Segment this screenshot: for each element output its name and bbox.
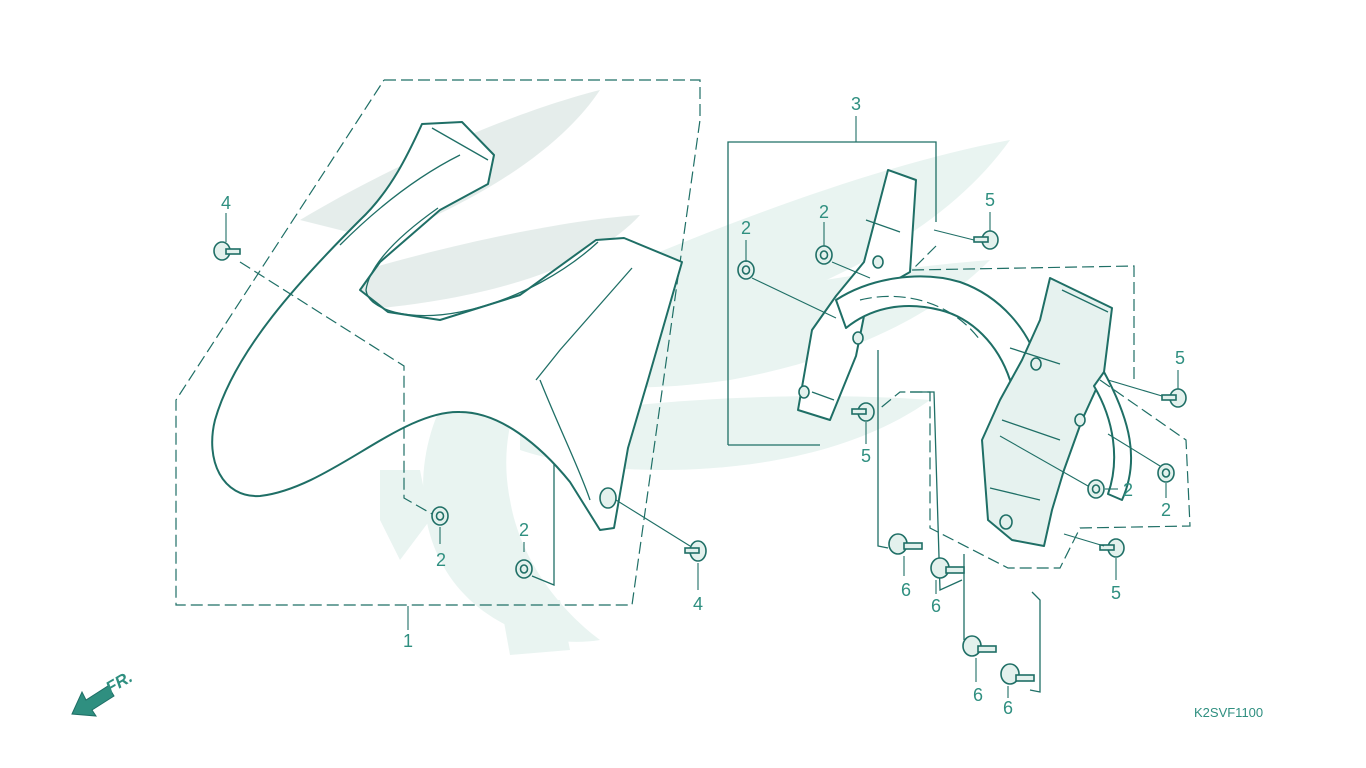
inner-fender-group [727, 116, 1133, 547]
front-fender-group [175, 79, 701, 606]
washer-icon[interactable] [431, 506, 449, 526]
washer-icon[interactable] [515, 559, 533, 579]
callout-screw: 5 [1111, 583, 1121, 603]
screw-icon[interactable] [684, 540, 707, 562]
callout-screw: 5 [861, 446, 871, 466]
callout-inner-fender: 3 [851, 94, 861, 114]
screw-icon[interactable] [851, 402, 875, 422]
callout-washer: 2 [436, 550, 446, 570]
bolt-icon[interactable] [888, 533, 923, 555]
washer-icon[interactable] [1157, 463, 1175, 483]
arrow-down-left-icon [71, 685, 115, 717]
callout-screw: 4 [221, 193, 231, 213]
callout-screw: 4 [693, 594, 703, 614]
callout-washer: 2 [1161, 500, 1171, 520]
washer-icon[interactable] [1087, 479, 1105, 499]
bolt-icon[interactable] [930, 557, 965, 579]
callout-bolt: 6 [931, 596, 941, 616]
screw-icon[interactable] [1099, 538, 1125, 558]
screw-icon[interactable] [973, 230, 999, 250]
callout-washer: 2 [819, 202, 829, 222]
callout-washer: 2 [519, 520, 529, 540]
callout-screw: 5 [1175, 348, 1185, 368]
callout-bolt: 6 [901, 580, 911, 600]
diagram-code: K2SVF1100 [1194, 705, 1263, 720]
screw-icon[interactable] [213, 241, 241, 261]
bolt-icon[interactable] [962, 635, 997, 657]
callout-bolt: 6 [1003, 698, 1013, 718]
callout-screw: 5 [985, 190, 995, 210]
washer-icon[interactable] [737, 260, 755, 280]
bolt-icon[interactable] [1000, 663, 1035, 685]
screw-icon[interactable] [1161, 388, 1187, 408]
washer-icon[interactable] [815, 245, 833, 265]
callout-front-fender: 1 [403, 631, 413, 651]
front-fender[interactable] [211, 121, 683, 531]
callout-washer: 2 [1123, 480, 1133, 500]
callout-bolt: 6 [973, 685, 983, 705]
callout-washer: 2 [741, 218, 751, 238]
front-direction-marker: FR. [71, 667, 136, 717]
